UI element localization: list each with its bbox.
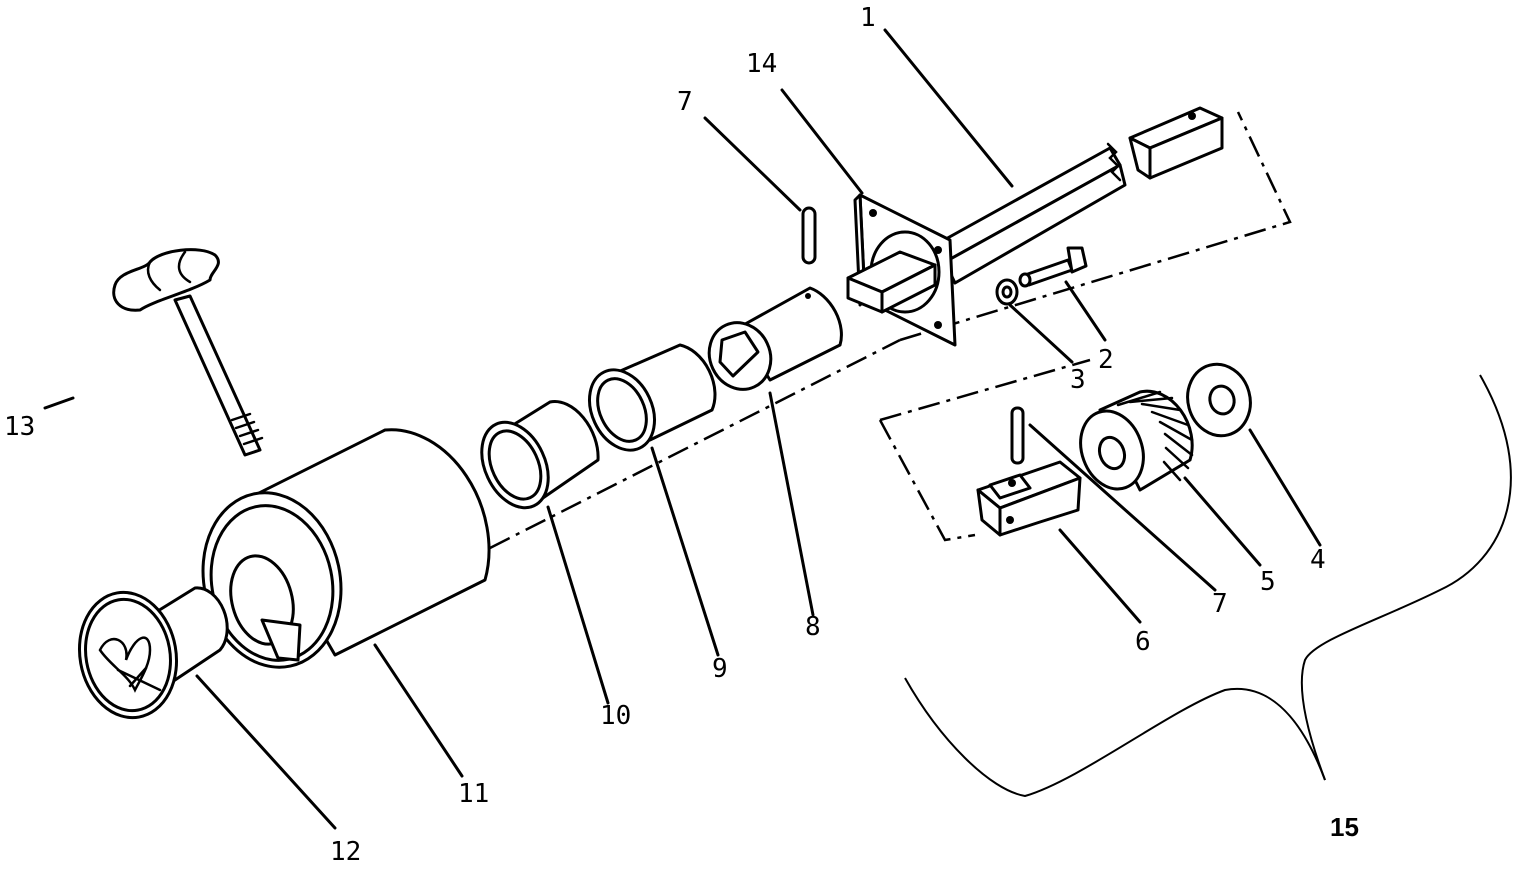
part-11-housing <box>201 428 491 669</box>
callout-9: 9 <box>712 654 728 684</box>
callout-12: 12 <box>330 837 361 867</box>
callout-5: 5 <box>1260 567 1276 597</box>
part-2-bolt <box>1018 246 1088 288</box>
callout-14: 14 <box>746 49 777 79</box>
callout-10: 10 <box>600 701 631 731</box>
callout-11: 11 <box>458 779 489 809</box>
callout-7-upper: 7 <box>677 87 693 117</box>
group-15-brace <box>904 374 1512 798</box>
part-14-flange-plate <box>846 193 957 347</box>
part-3-washer <box>995 278 1019 306</box>
callout-1: 1 <box>860 3 876 33</box>
part-1-shaft <box>933 106 1224 285</box>
callout-7-lower: 7 <box>1212 589 1228 619</box>
callout-3: 3 <box>1070 365 1086 395</box>
part-10-bushing <box>480 400 600 510</box>
part-5-gear <box>1079 389 1194 492</box>
assembly-axis-lines <box>489 111 1292 550</box>
callout-8: 8 <box>805 612 821 642</box>
part-7-pin-upper <box>801 206 817 265</box>
callout-4: 4 <box>1310 545 1326 575</box>
callout-15: 15 <box>1330 812 1359 842</box>
part-8-square-bore-sleeve <box>707 286 843 391</box>
part-6-clevis-block <box>976 460 1082 537</box>
callout-2: 2 <box>1098 345 1114 375</box>
part-7-pin-lower <box>1010 406 1025 465</box>
leader-lines <box>43 28 1322 830</box>
callout-labels: 1 2 3 4 5 6 7 7 8 9 10 11 12 13 14 15 <box>4 3 1359 867</box>
part-13-star-knob-screw <box>112 248 264 457</box>
part-4-washer <box>1186 362 1252 438</box>
part-9-bushing <box>588 343 717 452</box>
part-12-cap <box>77 586 229 720</box>
callout-6: 6 <box>1135 627 1151 657</box>
callout-13: 13 <box>4 412 35 442</box>
